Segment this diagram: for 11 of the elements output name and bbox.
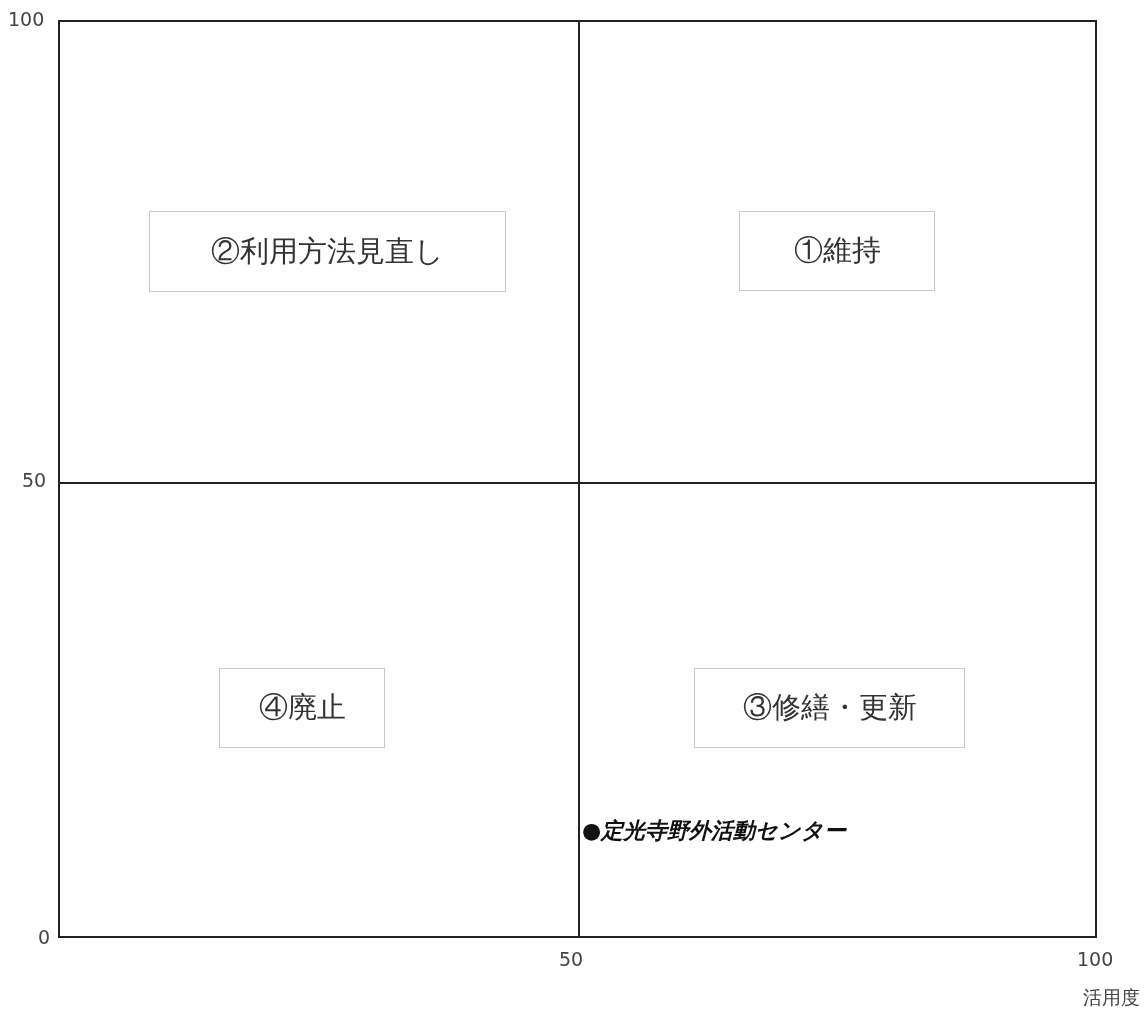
quadrant-label-box: ①維持 <box>739 211 935 291</box>
axis-tick-label: 100 <box>1077 950 1114 969</box>
axis-tick-label: 50 <box>22 471 47 490</box>
axis-title: 活用度 <box>1083 988 1140 1007</box>
axis-tick-label: 100 <box>8 10 45 29</box>
quadrant-label-box: ②利用方法見直し <box>149 211 506 292</box>
quadrant-label-box: ④廃止 <box>219 668 385 748</box>
axis-tick-label: 50 <box>559 950 584 969</box>
axis-tick-label: 0 <box>38 928 51 947</box>
data-point-label: ●定光寺野外活動センター <box>582 820 847 842</box>
quadrant-label-box: ③修繕・更新 <box>694 668 965 748</box>
